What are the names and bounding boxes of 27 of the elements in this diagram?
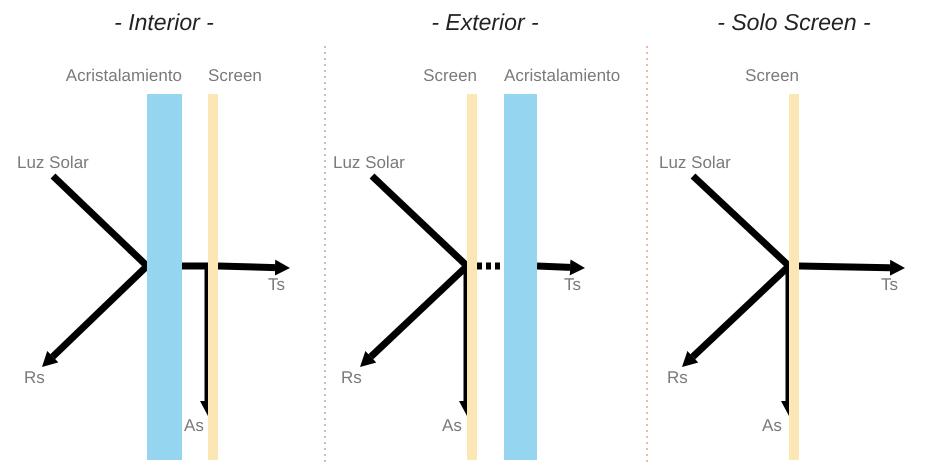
- panel-heading: Screen: [745, 66, 799, 86]
- panel-title: - Interior -: [114, 8, 214, 36]
- light-label: Ts: [562, 268, 588, 296]
- panel-heading: Acristalamiento: [504, 66, 620, 86]
- light-label: Ts: [266, 268, 292, 296]
- light-ray-line: [370, 173, 470, 269]
- light-ray-line: [690, 173, 792, 269]
- light-label: As: [442, 416, 470, 436]
- panel-heading: Acristalamiento: [66, 66, 182, 86]
- light-label: Ts: [879, 268, 905, 296]
- light-ray-arrow: [42, 263, 150, 367]
- light-label: Luz Solar: [659, 150, 739, 176]
- light-label: Luz Solar: [17, 150, 97, 176]
- light-label: Rs: [667, 367, 691, 389]
- panel-title: - Exterior -: [431, 8, 539, 36]
- light-label: Rs: [341, 367, 365, 389]
- light-ray-line: [50, 173, 150, 269]
- panel-heading: Screen: [208, 66, 262, 86]
- panel-heading: Screen: [423, 66, 477, 86]
- light-label: As: [762, 416, 792, 436]
- light-label: As: [184, 416, 210, 436]
- panel-title: - Solo Screen -: [717, 8, 871, 36]
- light-ray-arrow: [536, 259, 585, 276]
- light-ray-arrow: [798, 260, 905, 276]
- light-label: Rs: [24, 367, 48, 389]
- light-label: Luz Solar: [333, 150, 413, 176]
- light-ray-arrow: [218, 260, 290, 276]
